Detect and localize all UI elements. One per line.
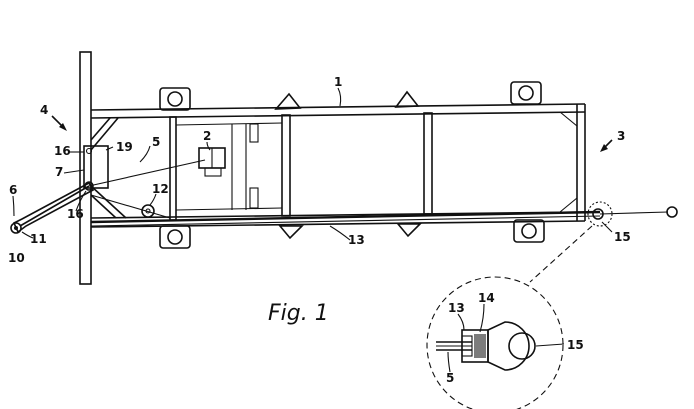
label-15: 15 [614, 230, 631, 244]
label-3: 3 [617, 129, 625, 143]
lug-bottom-left [159, 225, 191, 249]
detail-leader [529, 225, 593, 283]
label-10: 10 [8, 251, 25, 265]
coupling-15 [587, 201, 613, 227]
lever-6 [10, 181, 95, 234]
detail-label-15: 15 [567, 338, 584, 352]
label-7: 7 [55, 165, 63, 179]
detail-view [426, 276, 564, 409]
label-16-lower: 16 [67, 207, 84, 221]
detail-label-5: 5 [446, 371, 454, 385]
label-4: 4 [40, 103, 48, 117]
label-1: 1 [334, 75, 342, 89]
lug-top-right [510, 81, 542, 105]
arrow-4 [51, 115, 67, 131]
box-19 [83, 145, 109, 191]
label-6: 6 [9, 183, 17, 197]
label-19: 19 [116, 140, 133, 154]
label-12: 12 [152, 182, 169, 196]
cable-5 [19, 159, 206, 227]
end-plate [79, 51, 92, 285]
roller-12 [141, 204, 155, 218]
arrow-3 [600, 139, 613, 152]
top-gussets [274, 90, 420, 110]
label-2: 2 [203, 129, 211, 143]
rod-13 [90, 206, 678, 227]
figure-caption: Fig. 1 [268, 301, 329, 326]
label-16-upper: 16 [54, 144, 71, 158]
bottom-gussets [278, 223, 422, 240]
lug-bottom-right [513, 219, 545, 243]
leader-lines [12, 87, 613, 373]
label-13: 13 [348, 233, 365, 247]
lifting-lugs [159, 81, 545, 249]
label-11: 11 [30, 232, 47, 246]
label-5: 5 [152, 135, 160, 149]
device-2 [198, 147, 226, 177]
detail-label-14: 14 [478, 291, 495, 305]
chassis-frame [90, 103, 586, 228]
detail-label-13: 13 [448, 301, 465, 315]
lug-top-left [159, 87, 191, 111]
